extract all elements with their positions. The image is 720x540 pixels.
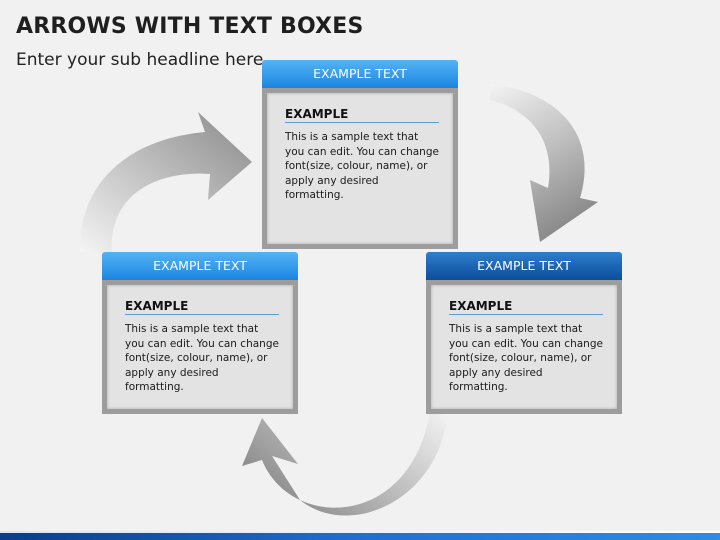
text-box-left: EXAMPLE TEXT EXAMPLE This is a sample te… bbox=[102, 252, 298, 414]
card-header: EXAMPLE TEXT bbox=[426, 252, 622, 280]
card-panel: EXAMPLE This is a sample text that you c… bbox=[267, 93, 453, 244]
card-frame: EXAMPLE This is a sample text that you c… bbox=[102, 280, 298, 414]
card-header: EXAMPLE TEXT bbox=[102, 252, 298, 280]
footer-bar bbox=[0, 533, 720, 540]
card-body-text: This is a sample text that you can edit.… bbox=[125, 323, 279, 393]
text-box-top: EXAMPLE TEXT EXAMPLE This is a sample te… bbox=[262, 60, 458, 249]
footer-highlight bbox=[0, 531, 720, 533]
card-heading: EXAMPLE bbox=[285, 107, 439, 123]
slide-title: ARROWS WITH TEXT BOXES bbox=[16, 14, 364, 39]
card-panel: EXAMPLE This is a sample text that you c… bbox=[431, 285, 617, 409]
curved-arrow-icon bbox=[490, 84, 598, 242]
card-frame: EXAMPLE This is a sample text that you c… bbox=[426, 280, 622, 414]
card-heading: EXAMPLE bbox=[125, 299, 279, 315]
text-box-right: EXAMPLE TEXT EXAMPLE This is a sample te… bbox=[426, 252, 622, 414]
card-body-text: This is a sample text that you can edit.… bbox=[449, 323, 603, 393]
curved-arrow-icon bbox=[79, 112, 252, 252]
card-heading: EXAMPLE bbox=[449, 299, 603, 315]
slide-subtitle: Enter your sub headline here bbox=[16, 50, 264, 70]
card-body-text: This is a sample text that you can edit.… bbox=[285, 131, 439, 201]
card-header: EXAMPLE TEXT bbox=[262, 60, 458, 88]
card-panel: EXAMPLE This is a sample text that you c… bbox=[107, 285, 293, 409]
curved-arrow-icon bbox=[242, 412, 448, 516]
card-frame: EXAMPLE This is a sample text that you c… bbox=[262, 88, 458, 249]
